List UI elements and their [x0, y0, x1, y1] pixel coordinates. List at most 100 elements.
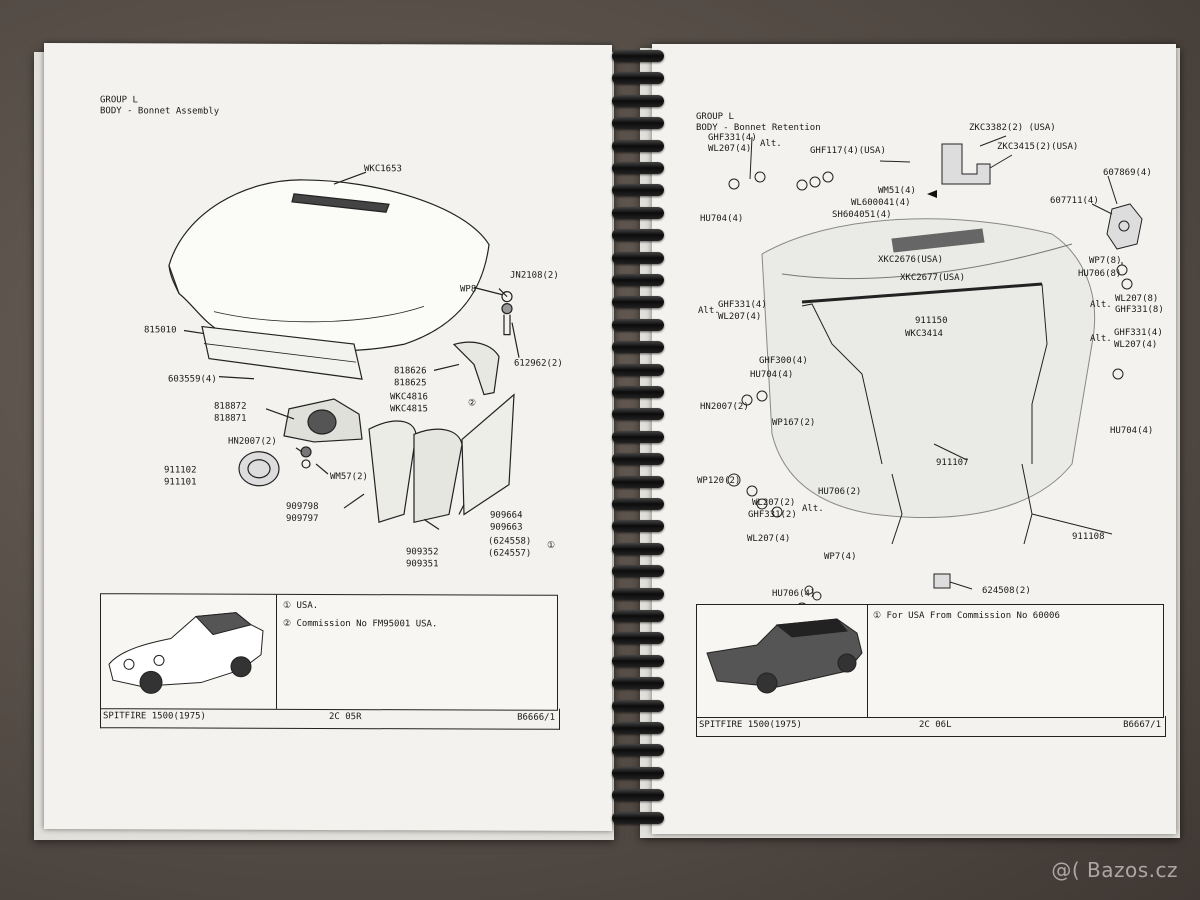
part-label: Alt. [802, 504, 824, 514]
binding-ring [612, 475, 664, 488]
binding-ring [612, 408, 664, 421]
binding-ring [612, 94, 664, 107]
watermark: @( Bazos.cz [1051, 858, 1178, 882]
note-1: ① For USA From Commission No 60006 [873, 611, 1060, 621]
part-label: 818625 [394, 378, 427, 389]
binding-ring [612, 722, 664, 734]
part-label: GHF331(4) [708, 133, 757, 143]
note-2-text: Commission No FM95001 USA. [296, 618, 438, 630]
binding-ring [612, 274, 664, 286]
footer-code: 2C 06L [919, 720, 952, 730]
binding-ring [612, 766, 664, 779]
binding-ring [612, 453, 664, 466]
part-label: 911108 [1072, 532, 1105, 542]
note-2: ② Commission No FM95001 USA. [283, 618, 438, 630]
footer-code: 2C 05R [329, 712, 362, 723]
part-label: 818872 [214, 401, 247, 412]
part-label: 815010 [144, 325, 177, 336]
note-marker-2-icon: ② [468, 398, 477, 409]
part-label: 909664 [490, 510, 523, 521]
part-label: WL600041(4) [851, 198, 911, 208]
part-label: ZKC3382(2) (USA) [969, 123, 1056, 133]
binding-ring [612, 318, 664, 331]
binding-ring [612, 430, 664, 443]
part-label: HU704(4) [1110, 426, 1154, 436]
part-label: 818871 [214, 413, 247, 424]
part-label: 909663 [490, 522, 523, 533]
binding-ring [612, 50, 664, 62]
part-label: Alt. [1090, 334, 1112, 344]
binding-ring [612, 520, 664, 533]
part-label: GHF331(2) [748, 510, 797, 520]
part-label: GHF117(4)(USA) [810, 146, 886, 156]
part-label: HU704(4) [750, 370, 794, 380]
part-label: XKC2676(USA) [878, 255, 944, 265]
part-label: 911101 [164, 477, 197, 488]
part-label: 911150 [915, 316, 948, 326]
footer-bar: SPITFIRE 1500(1975) 2C 05R B6666/1 [100, 707, 560, 730]
part-label: Alt. [1090, 300, 1112, 310]
part-label: WL207(4) [747, 534, 791, 544]
part-label: WL207(8) [1115, 294, 1159, 304]
part-label: 624508(2) [982, 586, 1031, 596]
part-label: 909798 [286, 501, 319, 512]
part-label: HN2007(2) [700, 402, 749, 412]
part-label: 612962(2) [514, 358, 563, 369]
binding-ring [612, 162, 664, 174]
part-label: HN2007(2) [228, 436, 277, 447]
binding-ring [612, 789, 664, 802]
notes-divider [276, 594, 277, 709]
car-illustration [108, 612, 264, 694]
spiral-binding [608, 44, 668, 834]
part-label: 909797 [286, 513, 319, 524]
note-1: ① USA. [283, 600, 319, 611]
part-label: WP7(4) [824, 552, 857, 562]
part-label: 818626 [394, 366, 427, 377]
footer-model: SPITFIRE 1500(1975) [103, 711, 206, 722]
part-label: 911102 [164, 465, 197, 476]
part-label: 909352 [406, 547, 439, 558]
binding-ring [612, 587, 664, 600]
part-label: 909351 [406, 559, 439, 570]
right-page: GROUP L BODY - Bonnet Retention [652, 44, 1176, 834]
binding-ring [612, 654, 664, 667]
footer-ref: B6666/1 [517, 712, 555, 723]
binding-ring [612, 363, 664, 376]
note-1-text: USA. [296, 600, 319, 611]
binding-ring [612, 811, 664, 824]
notes-box: ① For USA From Commission No 60006 [696, 604, 1164, 718]
part-label: ZKC3415(2)(USA) [997, 142, 1079, 152]
part-label: XKC2677(USA) [900, 273, 966, 283]
part-label: WP120(2) [697, 476, 741, 486]
binding-ring [612, 72, 664, 85]
part-label: HU704(4) [700, 214, 744, 224]
part-label: JN2108(2) [510, 270, 559, 281]
part-label: WM51(4) [878, 186, 916, 196]
part-label: WM57(2) [330, 472, 368, 483]
part-label: WKC4816 [390, 392, 428, 403]
binding-ring [612, 386, 664, 398]
binding-ring [612, 542, 664, 555]
binding-ring [612, 699, 664, 712]
part-label: 607711(4) [1050, 196, 1099, 206]
car-illustration [706, 618, 863, 694]
part-label: WP8 [460, 284, 477, 295]
part-label: WL207(4) [708, 144, 752, 154]
part-label: GHF331(8) [1115, 305, 1164, 315]
part-label: WL207(4) [1114, 340, 1158, 350]
part-label: WP167(2) [772, 418, 816, 428]
part-label: 603559(4) [168, 374, 217, 385]
part-label: GHF300(4) [759, 356, 808, 366]
footer-ref: B6667/1 [1123, 720, 1161, 730]
binding-ring [612, 139, 664, 152]
binding-ring [612, 498, 664, 510]
part-label: WKC3414 [905, 329, 943, 339]
part-label: SH604051(4) [832, 210, 892, 220]
part-label: Alt. [760, 139, 782, 149]
binding-ring [612, 184, 664, 197]
left-page: GROUP L BODY - Bonnet Assembly [44, 43, 612, 831]
part-label: (624557) [488, 548, 532, 559]
part-label: HU706(2) [818, 487, 862, 497]
binding-ring [612, 117, 664, 130]
part-label: WP7(8) [1089, 256, 1122, 266]
